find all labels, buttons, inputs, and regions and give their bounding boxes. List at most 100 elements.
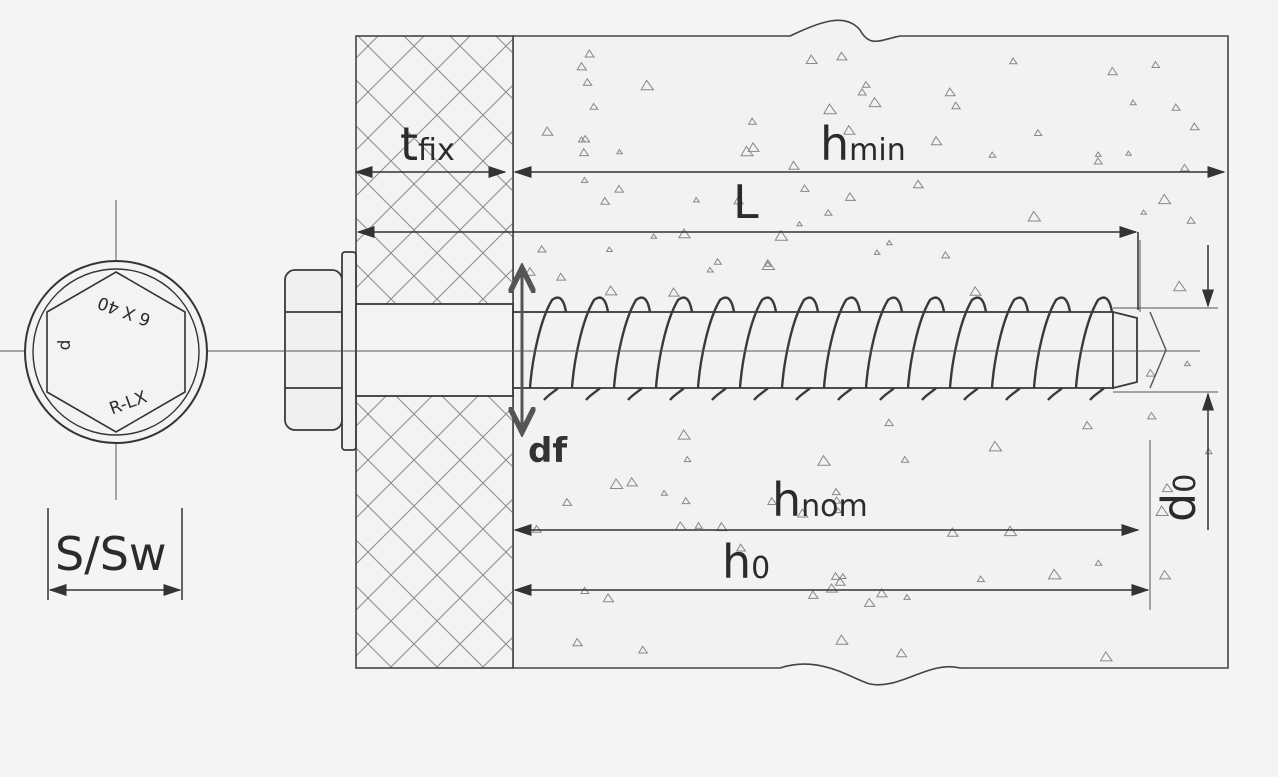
aggregate-mark — [1183, 360, 1192, 367]
aggregate-mark — [1033, 128, 1043, 136]
aggregate-mark — [884, 418, 895, 427]
aggregate-mark — [823, 103, 838, 115]
thread-flight — [1074, 296, 1114, 389]
aggregate-mark — [605, 246, 614, 252]
aggregate-mark — [572, 637, 584, 647]
aggregate-mark — [602, 592, 615, 603]
aggregate-mark — [677, 428, 692, 440]
aggregate-mark — [796, 220, 804, 227]
aggregate-mark — [733, 195, 745, 205]
aggregate-mark — [692, 196, 701, 203]
aggregate-mark — [951, 101, 962, 110]
thread-flight — [543, 387, 559, 401]
screw-head — [284, 269, 343, 431]
aggregate-mark — [584, 49, 596, 58]
aggregate-mark — [580, 176, 589, 183]
aggregate-mark — [832, 496, 842, 504]
aggregate-mark — [805, 54, 819, 64]
aggregate-mark — [562, 497, 573, 506]
aggregate-mark — [836, 51, 848, 61]
aggregate-mark — [1027, 210, 1042, 222]
aggregate-mark — [1140, 209, 1148, 215]
aggregate-mark — [1047, 568, 1062, 580]
thread-flight — [822, 296, 862, 389]
aggregate-mark — [541, 126, 554, 136]
thread-flight — [753, 387, 769, 401]
aggregate-mark — [589, 102, 599, 110]
label-h-min: hmin — [820, 117, 906, 171]
aggregate-mark — [944, 87, 957, 97]
thread-flight — [570, 296, 610, 389]
aggregate-mark — [1155, 505, 1170, 516]
aggregate-mark — [578, 147, 590, 157]
thread-flight — [585, 387, 601, 401]
thread-flight — [1032, 296, 1072, 389]
thread-flight — [696, 296, 736, 389]
thread-flight — [669, 387, 685, 401]
thread-flight — [795, 387, 811, 401]
aggregate-mark — [796, 508, 809, 518]
head-symbol-marking: d — [55, 340, 75, 351]
aggregate-mark — [683, 455, 692, 463]
thread-flight — [780, 296, 820, 389]
aggregate-mark — [1082, 420, 1094, 430]
aggregate-mark — [614, 184, 625, 193]
aggregate-mark — [537, 244, 547, 253]
thread-flight — [711, 387, 727, 401]
aggregate-mark — [885, 239, 894, 246]
aggregate-mark — [895, 647, 908, 658]
thread-flight — [990, 296, 1030, 389]
thread-flight — [738, 296, 778, 389]
dimension-lines — [47, 166, 1226, 600]
aggregate-mark — [1158, 569, 1172, 580]
thread-flights — [528, 296, 1114, 401]
aggregate-mark — [1186, 216, 1197, 224]
aggregate-mark — [868, 96, 882, 108]
aggregate-mark — [616, 148, 624, 155]
aggregate-mark — [831, 487, 842, 496]
aggregate-mark — [766, 496, 778, 505]
aggregate-mark — [713, 257, 723, 265]
aggregate-mark — [930, 135, 943, 146]
aggregate-mark — [1157, 193, 1172, 205]
aggregate-mark — [824, 208, 833, 216]
aggregate-mark — [580, 134, 591, 143]
thread-flight — [1089, 387, 1105, 401]
aggregate-mark — [582, 77, 593, 86]
aggregate-mark — [1094, 151, 1103, 157]
aggregate-mark — [839, 572, 848, 579]
aggregate-mark — [735, 543, 747, 552]
aggregate-mark — [1094, 559, 1103, 566]
thread-flight — [864, 296, 904, 389]
aggregate-mark — [912, 179, 925, 189]
aggregate-mark — [1171, 103, 1182, 111]
label-s-sw: S/Sw — [55, 527, 167, 581]
aggregate-mark — [1172, 280, 1187, 292]
aggregate-mark — [1008, 57, 1018, 65]
aggregate-mark — [747, 141, 761, 152]
aggregate-mark — [857, 87, 868, 96]
screw-shank — [355, 303, 514, 397]
aggregate-mark — [640, 79, 655, 91]
aggregate-mark — [761, 258, 776, 270]
aggregate-mark — [900, 455, 910, 463]
aggregate-mark — [988, 440, 1003, 452]
thread-flight — [1005, 387, 1021, 401]
aggregate-mark — [637, 645, 649, 654]
aggregate-mark — [626, 476, 639, 487]
aggregate-mark — [873, 249, 881, 255]
label-h-0: h0 — [722, 535, 770, 589]
thread-flight — [963, 387, 979, 401]
thread-flight — [906, 296, 946, 389]
aggregate-mark — [555, 272, 567, 281]
thread-flight — [837, 387, 853, 401]
aggregate-mark — [1107, 66, 1119, 76]
thread-flight — [1047, 387, 1063, 401]
aggregate-mark — [834, 507, 843, 514]
aggregate-mark — [1189, 122, 1200, 131]
label-df: df — [528, 431, 568, 471]
aggregate-mark — [830, 571, 842, 580]
aggregate-mark — [817, 454, 832, 466]
